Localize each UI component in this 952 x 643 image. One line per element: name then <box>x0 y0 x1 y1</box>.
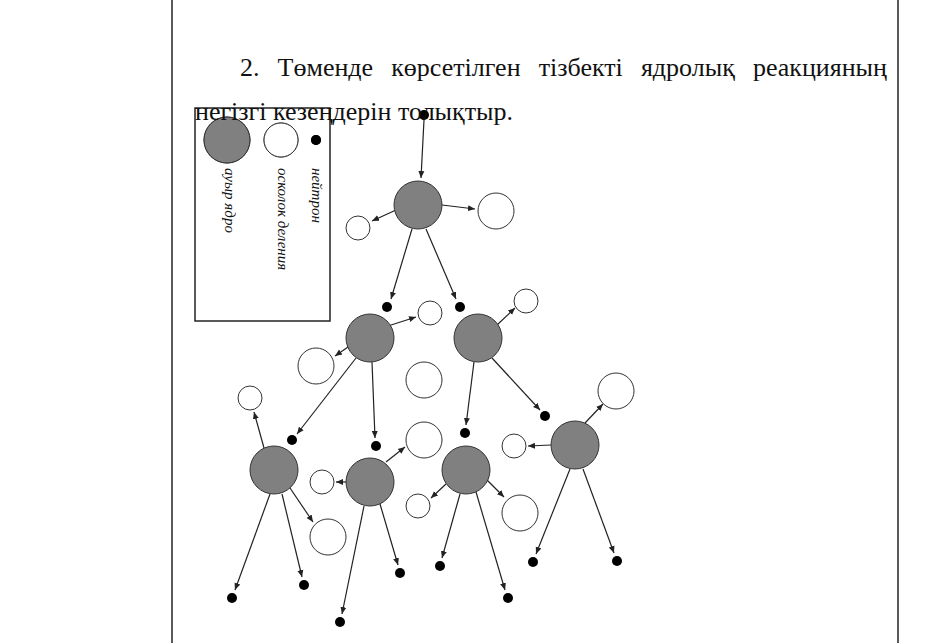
legend-text: ауыр ядро <box>221 168 238 233</box>
task-text: 2. Төменде көрсетілген тізбекті ядролық … <box>195 46 887 134</box>
legend-swatch <box>311 135 321 145</box>
legend-text: осколок деления <box>274 168 291 270</box>
legend-text: нейтрон <box>308 168 325 223</box>
legend-swatch <box>264 123 298 157</box>
